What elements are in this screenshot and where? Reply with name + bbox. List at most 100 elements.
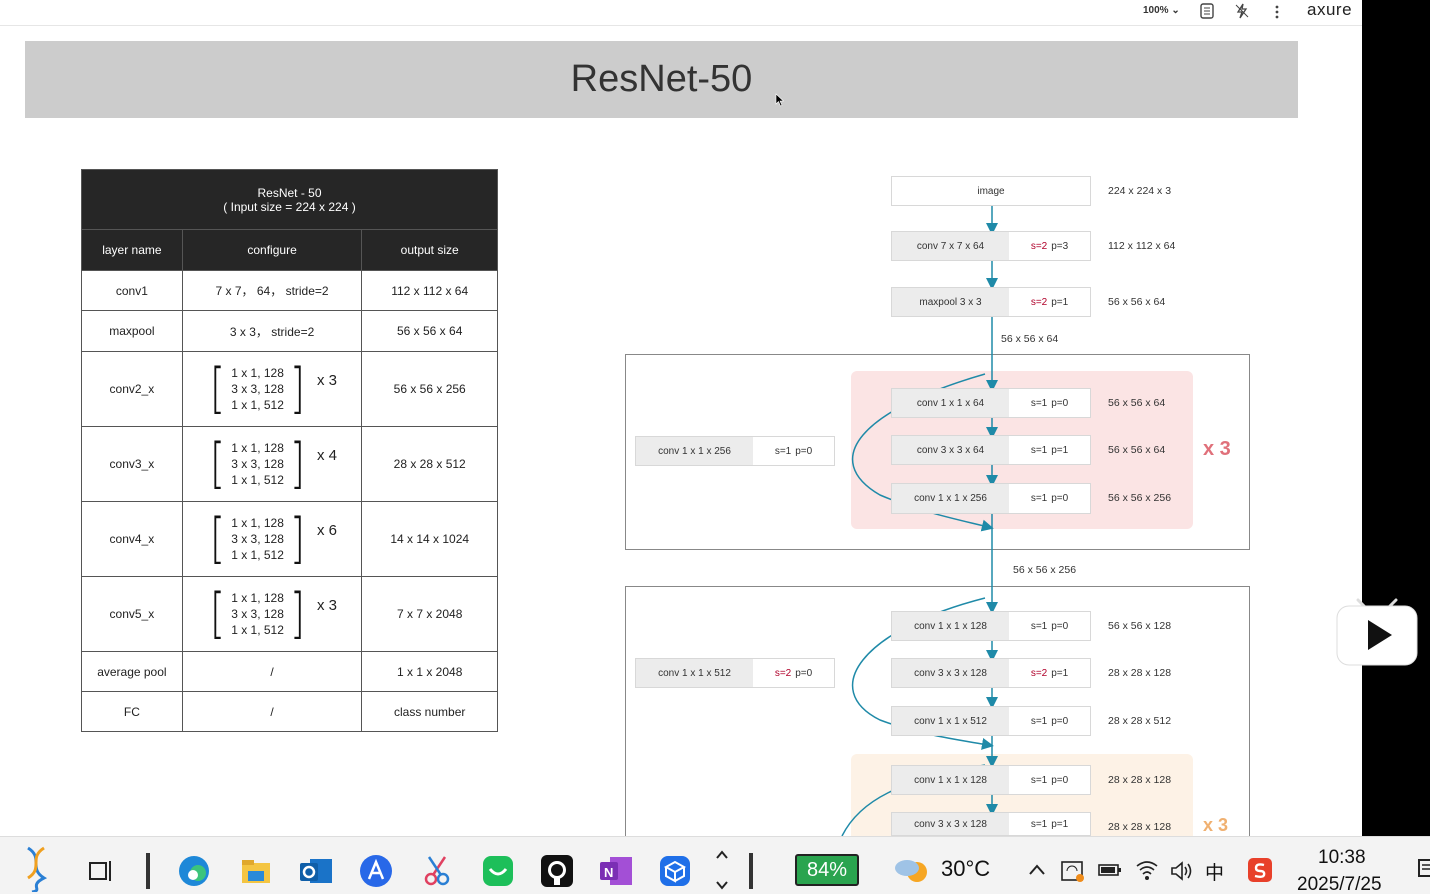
chevron-up-icon[interactable] <box>714 848 730 862</box>
left-bracket: [ <box>210 507 226 570</box>
repeat-count: x 3 <box>317 372 338 389</box>
onenote-icon[interactable]: N <box>598 853 634 889</box>
page-title: ResNet-50 <box>570 58 753 100</box>
node-label: conv 1 x 1 x 128 <box>892 766 1009 794</box>
sogou-ime-icon[interactable] <box>1247 857 1273 883</box>
ime-indicator[interactable]: 中 <box>1205 862 1225 884</box>
battery-tray-icon[interactable] <box>1098 862 1122 878</box>
table-row: maxpool 3 x 3， stride=2 56 x 56 x 64 <box>81 310 498 352</box>
table-subtitle: ( Input size = 224 x 224 ) <box>223 199 356 214</box>
node-label: image <box>977 185 1005 197</box>
padding: p=0 <box>795 445 813 457</box>
stride: s=1 <box>1030 818 1048 830</box>
layer-size: 56 x 56 x 64 <box>1108 397 1166 409</box>
green-app-icon[interactable] <box>480 853 516 889</box>
layer-output: 112 x 112 x 64 <box>361 270 498 311</box>
node-label: conv 1 x 1 x 64 <box>892 389 1009 417</box>
app-a-icon[interactable] <box>358 853 394 889</box>
weather-temperature[interactable]: 30°C <box>941 856 991 881</box>
maxpool-size: 56 x 56 x 64 <box>1108 296 1166 308</box>
github-icon[interactable] <box>539 853 575 889</box>
dna-app-icon[interactable] <box>24 846 48 892</box>
layer-name: conv1 <box>81 270 183 311</box>
table-row: conv1 7 x 7， 64， stride=2 112 x 112 x 64 <box>81 270 498 311</box>
file-explorer-icon[interactable] <box>238 853 274 889</box>
right-bracket: ] <box>290 507 305 570</box>
padding: p=0 <box>1051 397 1069 409</box>
layer-size: 28 x 28 x 128 <box>1108 667 1172 679</box>
battery-percent: 84% <box>806 858 848 881</box>
package-app-icon[interactable] <box>657 853 693 889</box>
hotspot-icon[interactable] <box>1234 3 1250 19</box>
node-label: conv 1 x 1 x 512 <box>636 659 753 687</box>
node-label: conv 1 x 1 x 256 <box>892 484 1009 513</box>
config-line: 1 x 1, 512 <box>231 548 284 562</box>
config-line: 1 x 1, 512 <box>231 398 284 412</box>
notification-icon[interactable] <box>1418 858 1430 882</box>
page-notes-icon[interactable] <box>1200 3 1214 19</box>
layer-output: 56 x 56 x 64 <box>361 310 498 352</box>
layer-output: class number <box>361 691 498 732</box>
stride: s=1 <box>1030 620 1048 632</box>
volume-icon[interactable] <box>1170 860 1194 882</box>
outlook-icon[interactable] <box>298 853 334 889</box>
repeat-count: x 4 <box>317 447 338 464</box>
stride: s=2 <box>1030 667 1048 679</box>
title-banner: ResNet-50 <box>25 41 1298 118</box>
chevron-down-icon[interactable] <box>714 878 730 892</box>
node-label: conv 1 x 1 x 256 <box>636 437 753 465</box>
padding: p=1 <box>1051 296 1069 308</box>
block1-frame <box>625 354 1250 550</box>
padding: p=0 <box>795 667 813 679</box>
battery-indicator[interactable]: 84% <box>795 854 859 886</box>
block1-repeat: x 3 <box>1203 438 1231 460</box>
stride: s=2 <box>774 667 792 679</box>
layer-name: FC <box>81 691 183 732</box>
snipping-tool-icon[interactable] <box>419 853 455 889</box>
image-node: image <box>891 176 1091 206</box>
black-side-area <box>1362 0 1430 836</box>
config-line: 1 x 1, 512 <box>231 473 284 487</box>
prototype-viewport: 100% ⌄ axure ResNet-50 ResNet - 50 ( Inp… <box>0 0 1362 836</box>
layer-size: 28 x 28 x 128 <box>1108 774 1172 786</box>
clock-date[interactable]: 2025/7/25 <box>1297 874 1382 895</box>
left-bracket: [ <box>210 432 226 495</box>
padding: p=0 <box>1051 493 1069 504</box>
task-view-icon[interactable] <box>84 853 120 889</box>
right-bracket: ] <box>290 432 305 495</box>
stride: s=1 <box>1030 774 1048 786</box>
zoom-select[interactable]: 100% ⌄ <box>1143 5 1180 16</box>
padding: p=0 <box>1051 620 1069 632</box>
config-line: 3 x 3, 128 <box>231 607 284 621</box>
node-label: conv 3 x 3 x 128 <box>892 659 1009 687</box>
config-line: 1 x 1, 128 <box>231 516 284 530</box>
sync-icon[interactable] <box>1060 858 1086 884</box>
weather-icon[interactable] <box>893 852 933 888</box>
right-bracket: ] <box>290 582 305 645</box>
right-bracket: ] <box>290 357 305 420</box>
bilibili-float-icon[interactable] <box>1336 598 1418 666</box>
conv7-size: 112 x 112 x 64 <box>1108 240 1176 252</box>
config-line: 1 x 1, 128 <box>231 591 284 605</box>
clock-time[interactable]: 10:38 <box>1318 847 1366 868</box>
more-icon[interactable] <box>1273 4 1281 20</box>
wifi-icon[interactable] <box>1135 858 1159 882</box>
edge-browser-icon[interactable] <box>176 853 212 889</box>
padding: p=1 <box>1051 444 1069 456</box>
layer-name: maxpool <box>81 310 183 352</box>
node-label: conv 1 x 1 x 128 <box>892 612 1009 640</box>
table-title-row: ResNet - 50 ( Input size = 224 x 224 ) <box>81 169 498 230</box>
layer-size: 56 x 56 x 256 <box>1108 492 1172 504</box>
table-header-row: layer name configure output size <box>81 229 498 271</box>
tray-chevron-icon[interactable] <box>1027 862 1047 878</box>
